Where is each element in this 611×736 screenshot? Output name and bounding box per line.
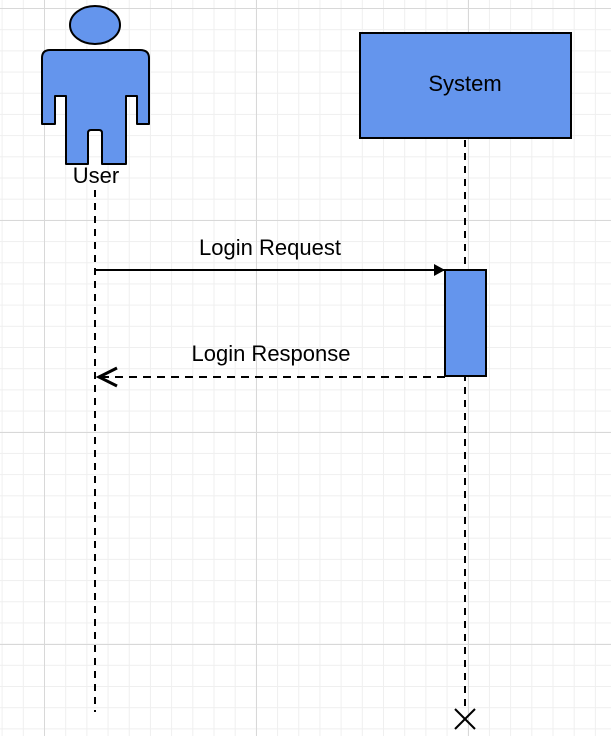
login-request-label: Login Request	[199, 235, 341, 260]
login-response-label: Login Response	[191, 341, 351, 366]
system-activation-bar	[444, 269, 487, 377]
system-participant-box[interactable]	[359, 32, 572, 139]
system-participant-label: System	[428, 71, 502, 96]
open-arrowhead-icon	[95, 366, 118, 388]
user-actor-icon	[41, 5, 150, 165]
destroy-x-icon	[454, 708, 476, 730]
user-participant-label: User	[72, 163, 120, 188]
